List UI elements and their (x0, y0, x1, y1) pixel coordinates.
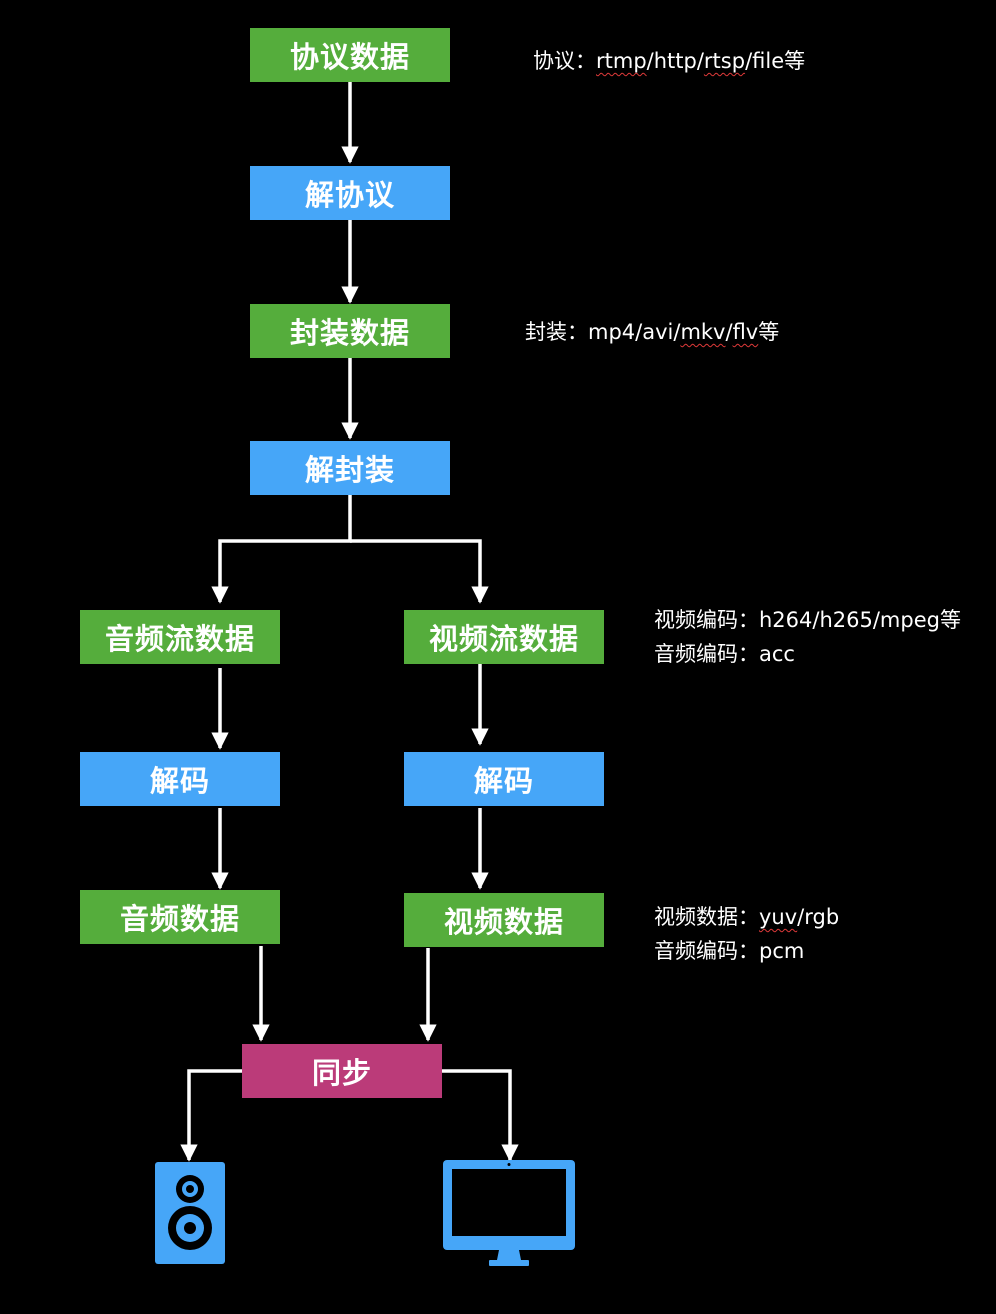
node-audio-stream-data: 音频流数据 (80, 610, 280, 664)
note-protocol: 协议：rtmp/http/rtsp/file等 (533, 44, 805, 78)
note-protocol-rtsp: rtsp (703, 49, 746, 73)
note-raw-audio: 音频编码：pcm (654, 939, 805, 963)
node-protocol-data: 协议数据 (250, 28, 450, 82)
note-container-slash: / (725, 320, 733, 344)
connector-demux-split-video (350, 539, 489, 604)
node-demux-protocol: 解协议 (250, 166, 450, 220)
note-protocol-http: /http/ (646, 49, 704, 73)
note-container-mkv: mkv (680, 320, 726, 344)
speaker-icon (155, 1162, 225, 1264)
node-container-data: 封装数据 (250, 304, 450, 358)
note-video-codec: 视频编码：h264/h265/mpeg等 (654, 608, 961, 632)
connector-demux-split (211, 494, 352, 604)
note-raw-formats: 视频数据：yuv/rgb 音频编码：pcm (654, 900, 839, 968)
note-container: 封装：mp4/avi/mkv/flv等 (525, 315, 779, 349)
note-container-flv: flv (732, 320, 759, 344)
note-container-etc: 等 (758, 320, 780, 344)
note-stream-codecs: 视频编码：h264/h265/mpeg等 音频编码：acc (654, 603, 961, 671)
connector-sync-to-speaker (180, 1069, 242, 1162)
node-video-stream-data: 视频流数据 (404, 610, 604, 664)
node-sync: 同步 (242, 1044, 442, 1098)
connector-sync-to-monitor (442, 1069, 519, 1162)
note-audio-codec: 音频编码：acc (654, 642, 795, 666)
note-protocol-rtmp: rtmp (596, 49, 647, 73)
note-raw-video: 视频数据：yuv/rgb (654, 905, 840, 929)
node-audio-data: 音频数据 (80, 890, 280, 944)
node-audio-decode: 解码 (80, 752, 280, 806)
node-video-decode: 解码 (404, 752, 604, 806)
monitor-icon (443, 1160, 575, 1266)
node-demux-container: 解封装 (250, 441, 450, 495)
node-video-data: 视频数据 (404, 893, 604, 947)
note-container-mp4-avi: mp4/avi/ (588, 320, 681, 344)
note-protocol-file: /file等 (745, 49, 806, 73)
note-container-label: 封装： (525, 320, 588, 344)
note-protocol-label: 协议： (533, 49, 596, 73)
